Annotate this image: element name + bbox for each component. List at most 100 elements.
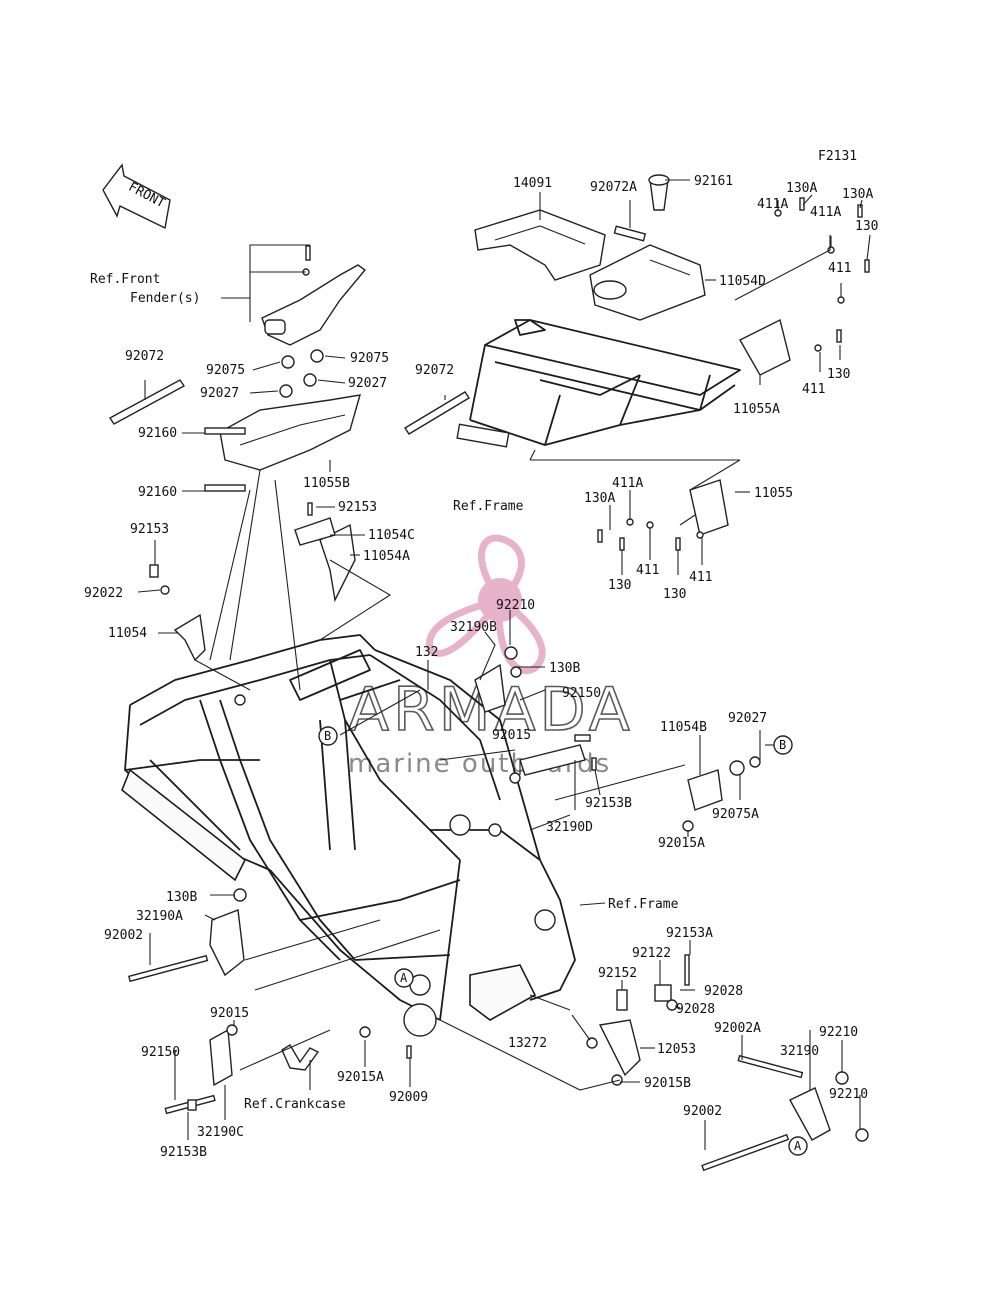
callout-12053: 12053 bbox=[657, 1042, 696, 1057]
callout-32190C: 32190C bbox=[197, 1125, 244, 1140]
callout-411-1: 411 bbox=[828, 261, 851, 276]
callout-411-4: 411 bbox=[689, 570, 712, 585]
callout-92072-left: 92072 bbox=[125, 349, 164, 364]
callout-130A-1: 130A bbox=[786, 181, 817, 196]
callout-11055B: 11055B bbox=[303, 476, 350, 491]
callout-92210-1: 92210 bbox=[496, 598, 535, 613]
front-arrow-icon: FRONT bbox=[102, 163, 171, 230]
battery-box-11054D bbox=[589, 244, 706, 321]
callout-92153-1: 92153 bbox=[338, 500, 377, 515]
band-92072A bbox=[613, 225, 647, 242]
main-frame bbox=[121, 634, 576, 1037]
ref-frame-upper: Ref.Frame bbox=[453, 499, 524, 514]
callout-411A-3: 411A bbox=[612, 476, 643, 491]
callout-92002-1: 92002 bbox=[104, 928, 143, 943]
callout-92075-1: 92075 bbox=[206, 363, 245, 378]
hardware-upper-right bbox=[597, 197, 870, 551]
callout-130B-1: 130B bbox=[549, 661, 580, 676]
leader-lines bbox=[137, 179, 871, 1150]
callout-13272: 13272 bbox=[508, 1036, 547, 1051]
callout-32190A: 32190A bbox=[136, 909, 183, 924]
callout-92160-1: 92160 bbox=[138, 426, 177, 441]
callout-11054D: 11054D bbox=[719, 274, 766, 289]
callout-11054B: 11054B bbox=[660, 720, 707, 735]
callout-92015A-1: 92015A bbox=[658, 836, 705, 851]
callout-11055: 11055 bbox=[754, 486, 793, 501]
callout-11054C: 11054C bbox=[368, 528, 415, 543]
callout-92015-1: 92015 bbox=[492, 728, 531, 743]
callout-14091: 14091 bbox=[513, 176, 552, 191]
callout-132: 132 bbox=[415, 645, 438, 660]
callout-411A-2: 411A bbox=[810, 205, 841, 220]
callout-11054: 11054 bbox=[108, 626, 147, 641]
callout-92009: 92009 bbox=[389, 1090, 428, 1105]
callout-130-4: 130 bbox=[663, 587, 686, 602]
callout-92015-2: 92015 bbox=[210, 1006, 249, 1021]
callout-92210-2: 92210 bbox=[819, 1025, 858, 1040]
callout-32190B: 32190B bbox=[450, 620, 497, 635]
callout-92028-1: 92028 bbox=[704, 984, 743, 999]
callout-92153B-1: 92153B bbox=[585, 796, 632, 811]
propeller-logo-icon bbox=[426, 534, 546, 675]
callout-130-1: 130 bbox=[855, 219, 878, 234]
callout-92160-2: 92160 bbox=[138, 485, 177, 500]
callout-130-2: 130 bbox=[827, 367, 850, 382]
callout-92015A-2: 92015A bbox=[337, 1070, 384, 1085]
figure-code: F2131 bbox=[818, 149, 857, 164]
callout-92022: 92022 bbox=[84, 586, 123, 601]
callout-130A-3: 130A bbox=[584, 491, 615, 506]
callout-92027-2: 92027 bbox=[348, 376, 387, 391]
marker-b-1: B bbox=[324, 729, 331, 743]
callout-92002A: 92002A bbox=[714, 1021, 761, 1036]
callout-130A-2: 130A bbox=[842, 187, 873, 202]
front-bracket-assembly bbox=[261, 245, 367, 398]
lower-hardware bbox=[127, 646, 869, 1172]
callout-92153A: 92153A bbox=[666, 926, 713, 941]
armada-watermark: ARMADA marine outboards bbox=[347, 534, 631, 779]
callout-92150-1: 92150 bbox=[562, 686, 601, 701]
callout-92072A: 92072A bbox=[590, 180, 637, 195]
callout-411-2: 411 bbox=[802, 382, 825, 397]
callout-92027-1: 92027 bbox=[200, 386, 239, 401]
callout-92153-2: 92153 bbox=[130, 522, 169, 537]
ref-front-fender-line1: Ref.Front bbox=[90, 272, 160, 287]
battery-tray-14091 bbox=[474, 209, 606, 281]
rear-frame-assembly bbox=[456, 319, 741, 448]
brackets-11054-group bbox=[149, 502, 356, 662]
callout-92075-2: 92075 bbox=[350, 351, 389, 366]
callout-411A-1: 411A bbox=[757, 197, 788, 212]
callout-11054A: 11054A bbox=[363, 549, 410, 564]
marker-b-2: B bbox=[779, 738, 786, 752]
callout-130B-2: 130B bbox=[166, 890, 197, 905]
callout-92002-2: 92002 bbox=[683, 1104, 722, 1119]
callout-92075A: 92075A bbox=[712, 807, 759, 822]
bracket-11055A bbox=[739, 318, 791, 376]
callout-32190: 32190 bbox=[780, 1044, 819, 1059]
tray-11055B bbox=[219, 394, 361, 471]
straps bbox=[108, 379, 470, 492]
callout-92161: 92161 bbox=[694, 174, 733, 189]
callout-92210-3: 92210 bbox=[829, 1087, 868, 1102]
marker-a-1: A bbox=[400, 971, 408, 985]
callout-92015B: 92015B bbox=[644, 1076, 691, 1091]
bracket-11055 bbox=[689, 479, 729, 536]
ref-frame-lower: Ref.Frame bbox=[608, 897, 679, 912]
callout-92028-2: 92028 bbox=[676, 1002, 715, 1017]
markers: A A B B bbox=[318, 726, 808, 1156]
callout-92152: 92152 bbox=[598, 966, 637, 981]
callout-92072-right: 92072 bbox=[415, 363, 454, 378]
callout-92122: 92122 bbox=[632, 946, 671, 961]
callout-92150-2: 92150 bbox=[141, 1045, 180, 1060]
callout-32190D: 32190D bbox=[546, 820, 593, 835]
callout-11055A: 11055A bbox=[733, 402, 780, 417]
cap-92161 bbox=[648, 174, 670, 211]
part-callouts: 14091 92072A 92161 11054D 411A 130A 411A… bbox=[84, 174, 878, 1160]
callout-411-3: 411 bbox=[636, 563, 659, 578]
callout-92153B-2: 92153B bbox=[160, 1145, 207, 1160]
callout-92027-3: 92027 bbox=[728, 711, 767, 726]
ref-crankcase: Ref.Crankcase bbox=[244, 1097, 346, 1112]
ref-front-fender-line2: Fender(s) bbox=[130, 291, 200, 306]
reference-labels: Ref.Front Fender(s) Ref.Frame Ref.Frame … bbox=[90, 272, 679, 1112]
callout-130-3: 130 bbox=[608, 578, 631, 593]
